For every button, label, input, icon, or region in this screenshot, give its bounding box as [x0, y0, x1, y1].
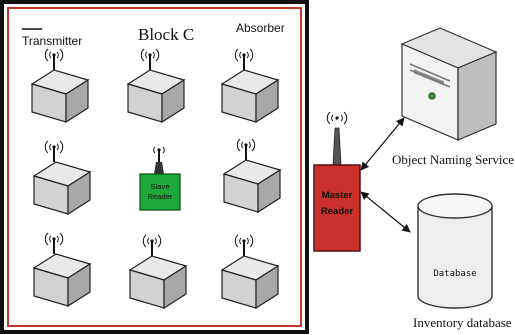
- arrow-master-to-ons: [360, 117, 405, 171]
- block-c-frame-inner: [7, 7, 302, 327]
- transmitter-label: Transmitter: [22, 34, 82, 48]
- slave-reader-label-line1: Slave: [151, 182, 170, 191]
- slave-reader-label-line2: Reader: [148, 192, 173, 201]
- ons-label: Object Naming Service: [392, 152, 514, 167]
- master-reader-box: [313, 164, 361, 252]
- server-tower-icon: [400, 27, 498, 141]
- arrow-master-to-database: [360, 191, 411, 233]
- master-reader: Master Reader: [313, 111, 361, 252]
- master-reader-label-line1: Master: [322, 190, 353, 201]
- database-label: Inventory database: [413, 315, 512, 330]
- master-reader-label-line2: Reader: [321, 206, 354, 217]
- antenna-signal-icon: [326, 111, 348, 166]
- block-title: Block C: [138, 25, 194, 44]
- antenna-signal-icon: [153, 146, 165, 174]
- database-cylinder-icon: Database: [417, 193, 493, 309]
- slave-reader-box: [139, 173, 181, 211]
- slave-reader: Slave Reader: [139, 146, 181, 211]
- absorber-label: Absorber: [236, 21, 285, 35]
- database-inner-label: Database: [433, 269, 476, 279]
